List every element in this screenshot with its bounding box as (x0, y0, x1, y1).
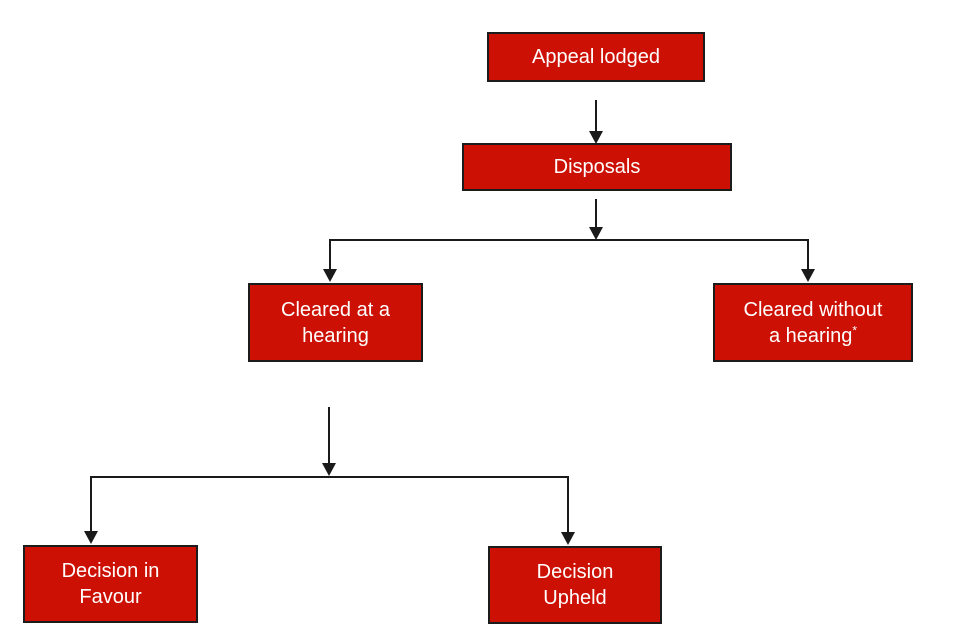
node-label-line-1: Cleared without (743, 298, 883, 321)
edge-cleared-at-hearing-to-branch (322, 407, 336, 476)
node-label-line-2: Favour (79, 586, 142, 608)
edge-branch-to-cleared-at-hearing (323, 239, 337, 282)
node-appeal-lodged: Appeal lodged (487, 32, 705, 82)
footnote-marker: * (852, 322, 858, 337)
edge-branch-to-cleared-without-hearing (801, 239, 815, 282)
node-label: Disposals (553, 156, 641, 178)
node-label-text: a hearing (768, 324, 853, 347)
node-label-line-2: Upheld (543, 587, 607, 609)
node-label-line-2: a hearing* (769, 323, 857, 349)
node-decision-upheld: Decision Upheld (488, 546, 662, 624)
node-decision-in-favour: Decision in Favour (23, 545, 198, 623)
node-label-line-1: Cleared at a (281, 298, 390, 321)
node-label-line-1: Decision (536, 561, 614, 583)
edge-branch-to-decision-in-favour (84, 476, 98, 544)
node-label-line-2: hearing (302, 324, 369, 347)
edge-branch-to-decision-upheld (561, 476, 575, 545)
node-label-line-1: Decision in (61, 560, 160, 582)
edge-appeal-lodged-to-disposals (589, 100, 603, 144)
node-label: Appeal lodged (532, 46, 660, 68)
node-disposals: Disposals (462, 143, 732, 191)
node-cleared-without-hearing: Cleared without a hearing* (713, 283, 913, 362)
edge-disposals-to-branch (589, 199, 603, 240)
node-cleared-at-hearing: Cleared at a hearing (248, 283, 423, 362)
